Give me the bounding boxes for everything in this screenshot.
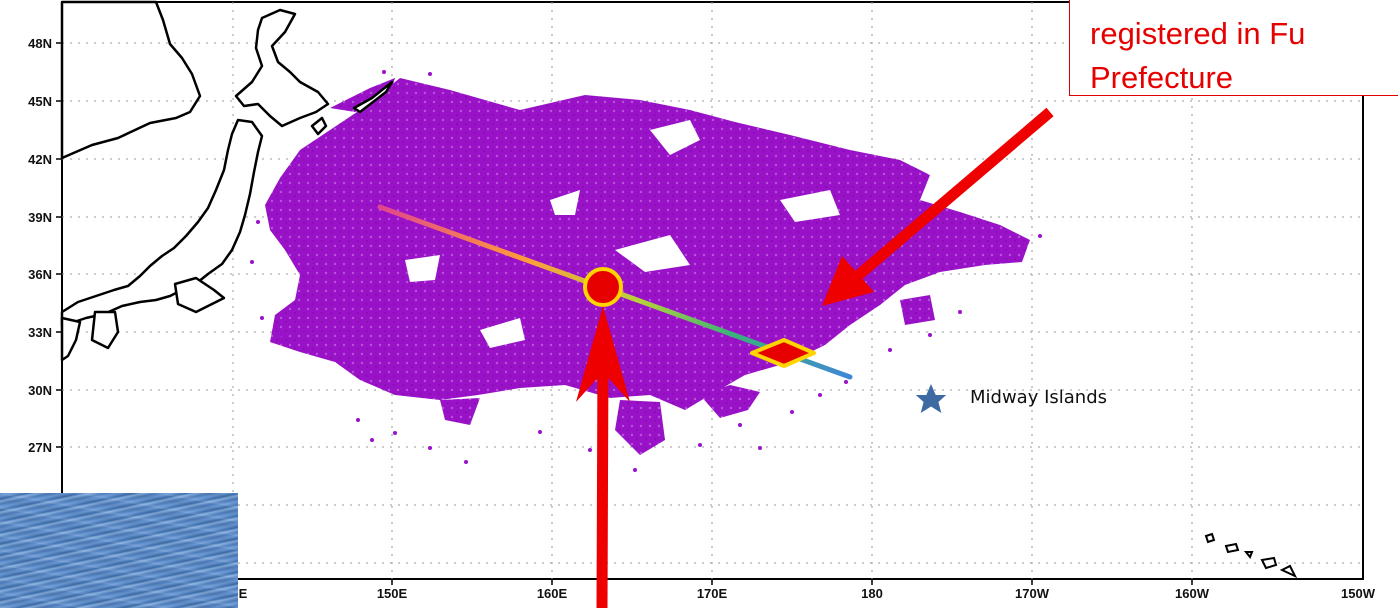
lon-label: E	[239, 586, 248, 601]
latitude-labels: 48N 45N 42N 39N 36N 33N 30N 27N	[28, 36, 52, 455]
lat-label: 36N	[28, 267, 52, 282]
hawaiian-islands	[1204, 532, 1298, 579]
japan-coastline	[60, 0, 394, 362]
callout-line-2: Prefecture	[1090, 60, 1234, 95]
lon-label: 150W	[1341, 586, 1376, 601]
red-circle-icon	[583, 267, 623, 307]
red-diamond-icon	[750, 338, 816, 368]
lat-label: 30N	[28, 383, 52, 398]
callout-box: registered in Fu Prefecture	[1069, 0, 1398, 96]
axis-ticks	[56, 42, 1193, 585]
lat-label: 27N	[28, 440, 52, 455]
debris-gaps	[405, 120, 840, 348]
lat-label: 48N	[28, 36, 52, 51]
arrow-to-found-point	[822, 107, 1054, 306]
lon-label: 180	[861, 586, 883, 601]
callout-line-1: registered in Fu	[1090, 16, 1306, 51]
midway-islands-label: Midway Islands	[970, 387, 1108, 408]
arrow-to-release-point	[576, 306, 630, 608]
lat-label: 39N	[28, 210, 52, 225]
lon-label: 160W	[1175, 586, 1210, 601]
lat-label: 42N	[28, 152, 52, 167]
longitude-labels: E 150E 160E 170E 180 170W 160W 150W	[239, 586, 1376, 601]
star-icon	[915, 384, 947, 413]
lon-label: 150E	[377, 586, 408, 601]
lon-label: 170W	[1015, 586, 1050, 601]
lon-label: 170E	[697, 586, 728, 601]
lat-label: 45N	[28, 94, 52, 109]
lon-label: 160E	[537, 586, 568, 601]
debris-scatter	[250, 70, 1042, 472]
sea-photo	[0, 493, 238, 608]
lat-label: 33N	[28, 325, 52, 340]
